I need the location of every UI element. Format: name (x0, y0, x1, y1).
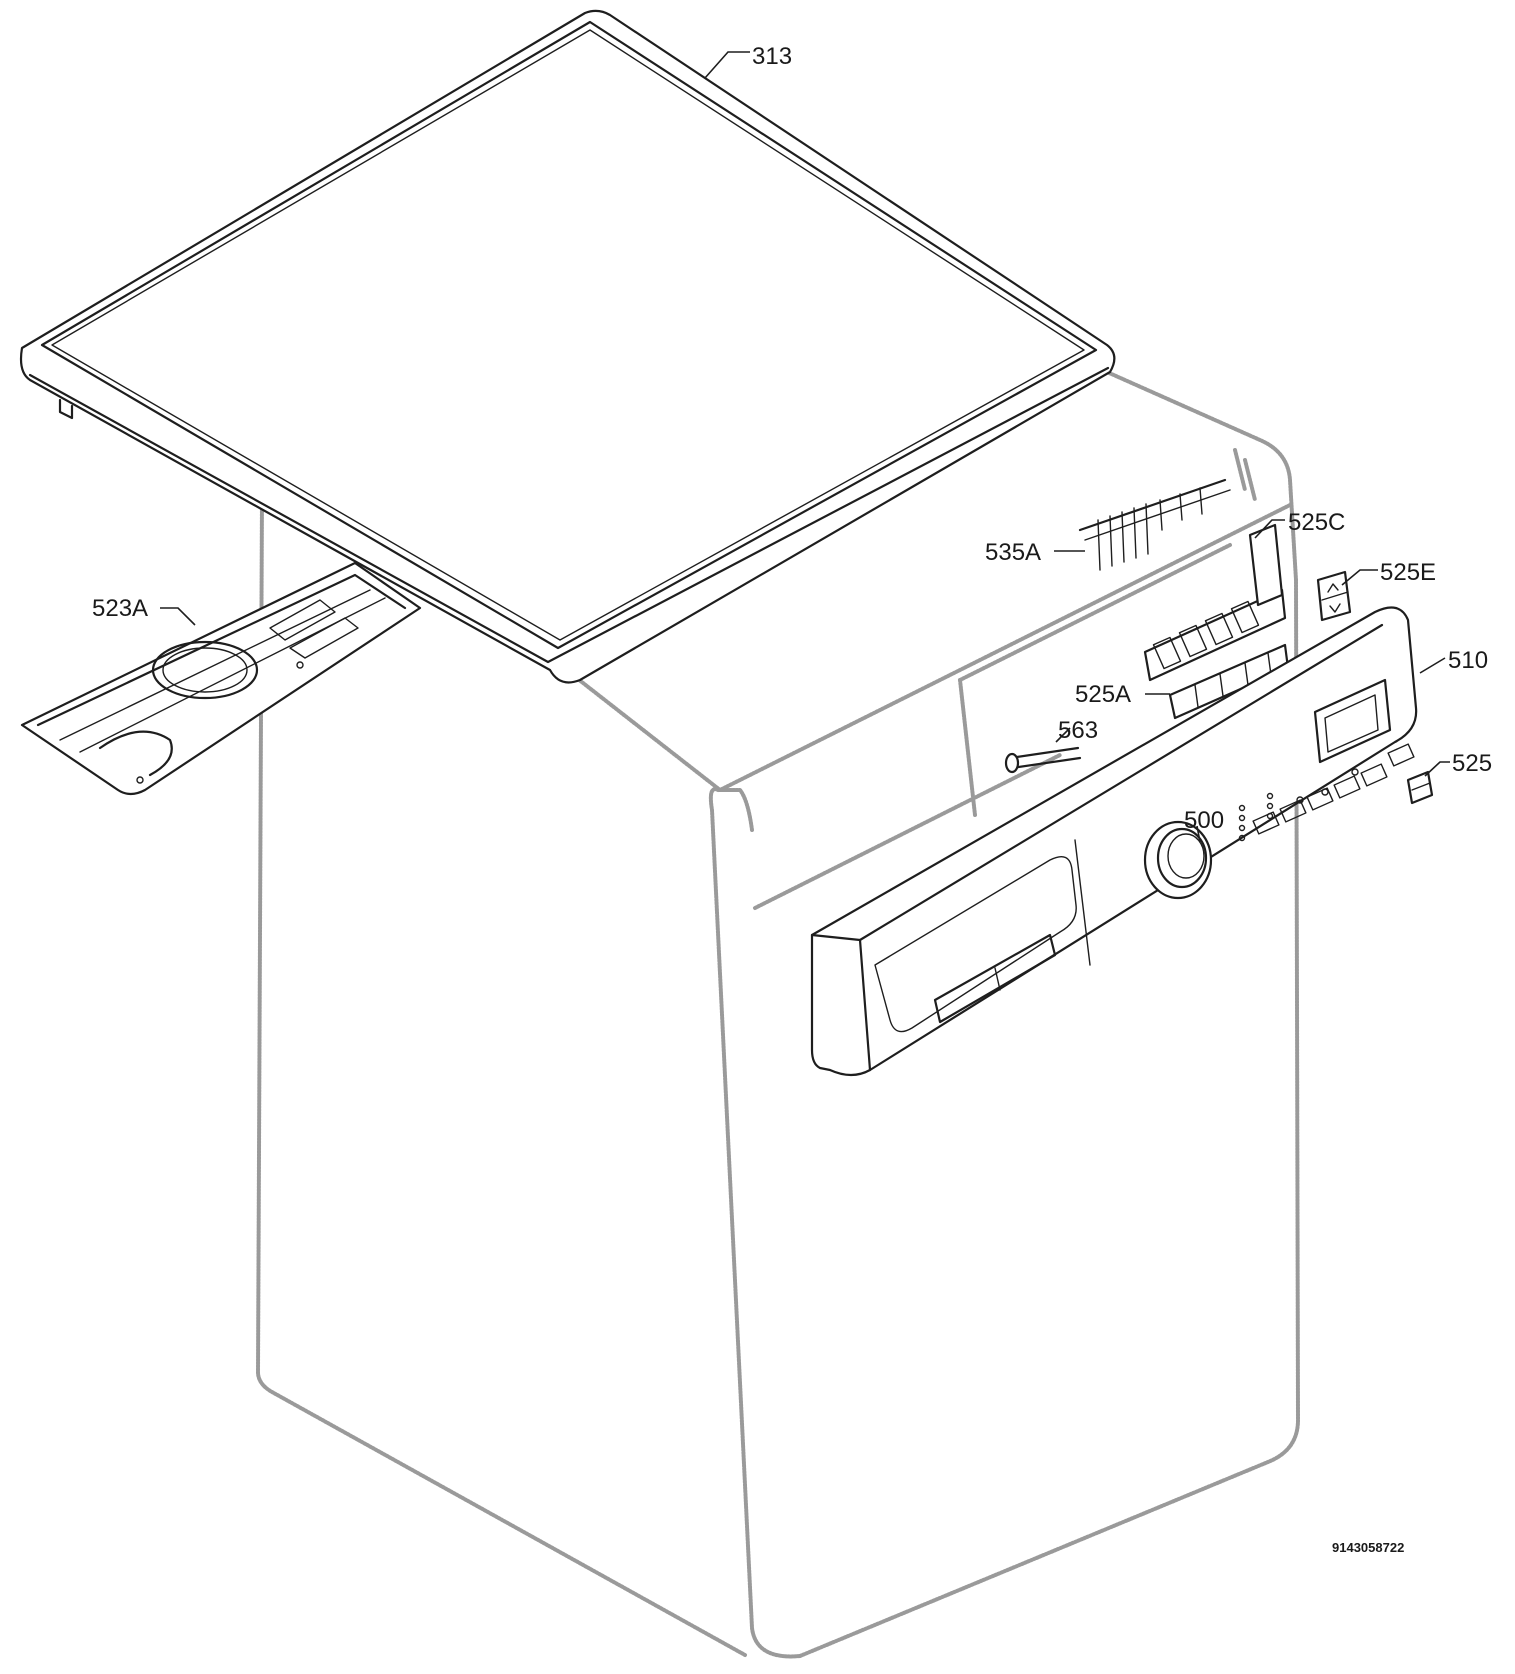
light-pipes-part (1078, 478, 1231, 571)
crossbar-part (20, 561, 422, 796)
single-button-part (1406, 770, 1434, 805)
label-525: 525 (1452, 750, 1492, 777)
label-525C: 525C (1288, 509, 1345, 536)
part-labels: 313 523A 535A 525C 525E 510 525A 563 500… (92, 43, 1492, 1555)
label-523A: 523A (92, 595, 148, 622)
label-313: 313 (752, 43, 792, 70)
label-510: 510 (1448, 647, 1488, 674)
label-563: 563 (1058, 717, 1098, 744)
control-panel-part (810, 606, 1418, 1077)
lid-part (19, 9, 1116, 684)
shaft-part (1004, 746, 1082, 774)
cabinet-ghost (256, 358, 1300, 1659)
label-500: 500 (1184, 807, 1224, 834)
button-frame-part (1143, 523, 1287, 682)
document-number: 9143058722 (1332, 1540, 1404, 1555)
knob-part (1143, 820, 1213, 900)
label-535A: 535A (985, 539, 1041, 566)
arrow-buttons-part (1316, 570, 1352, 622)
leader-lines (160, 51, 1450, 843)
label-525A: 525A (1075, 681, 1131, 708)
label-525E: 525E (1380, 559, 1436, 586)
